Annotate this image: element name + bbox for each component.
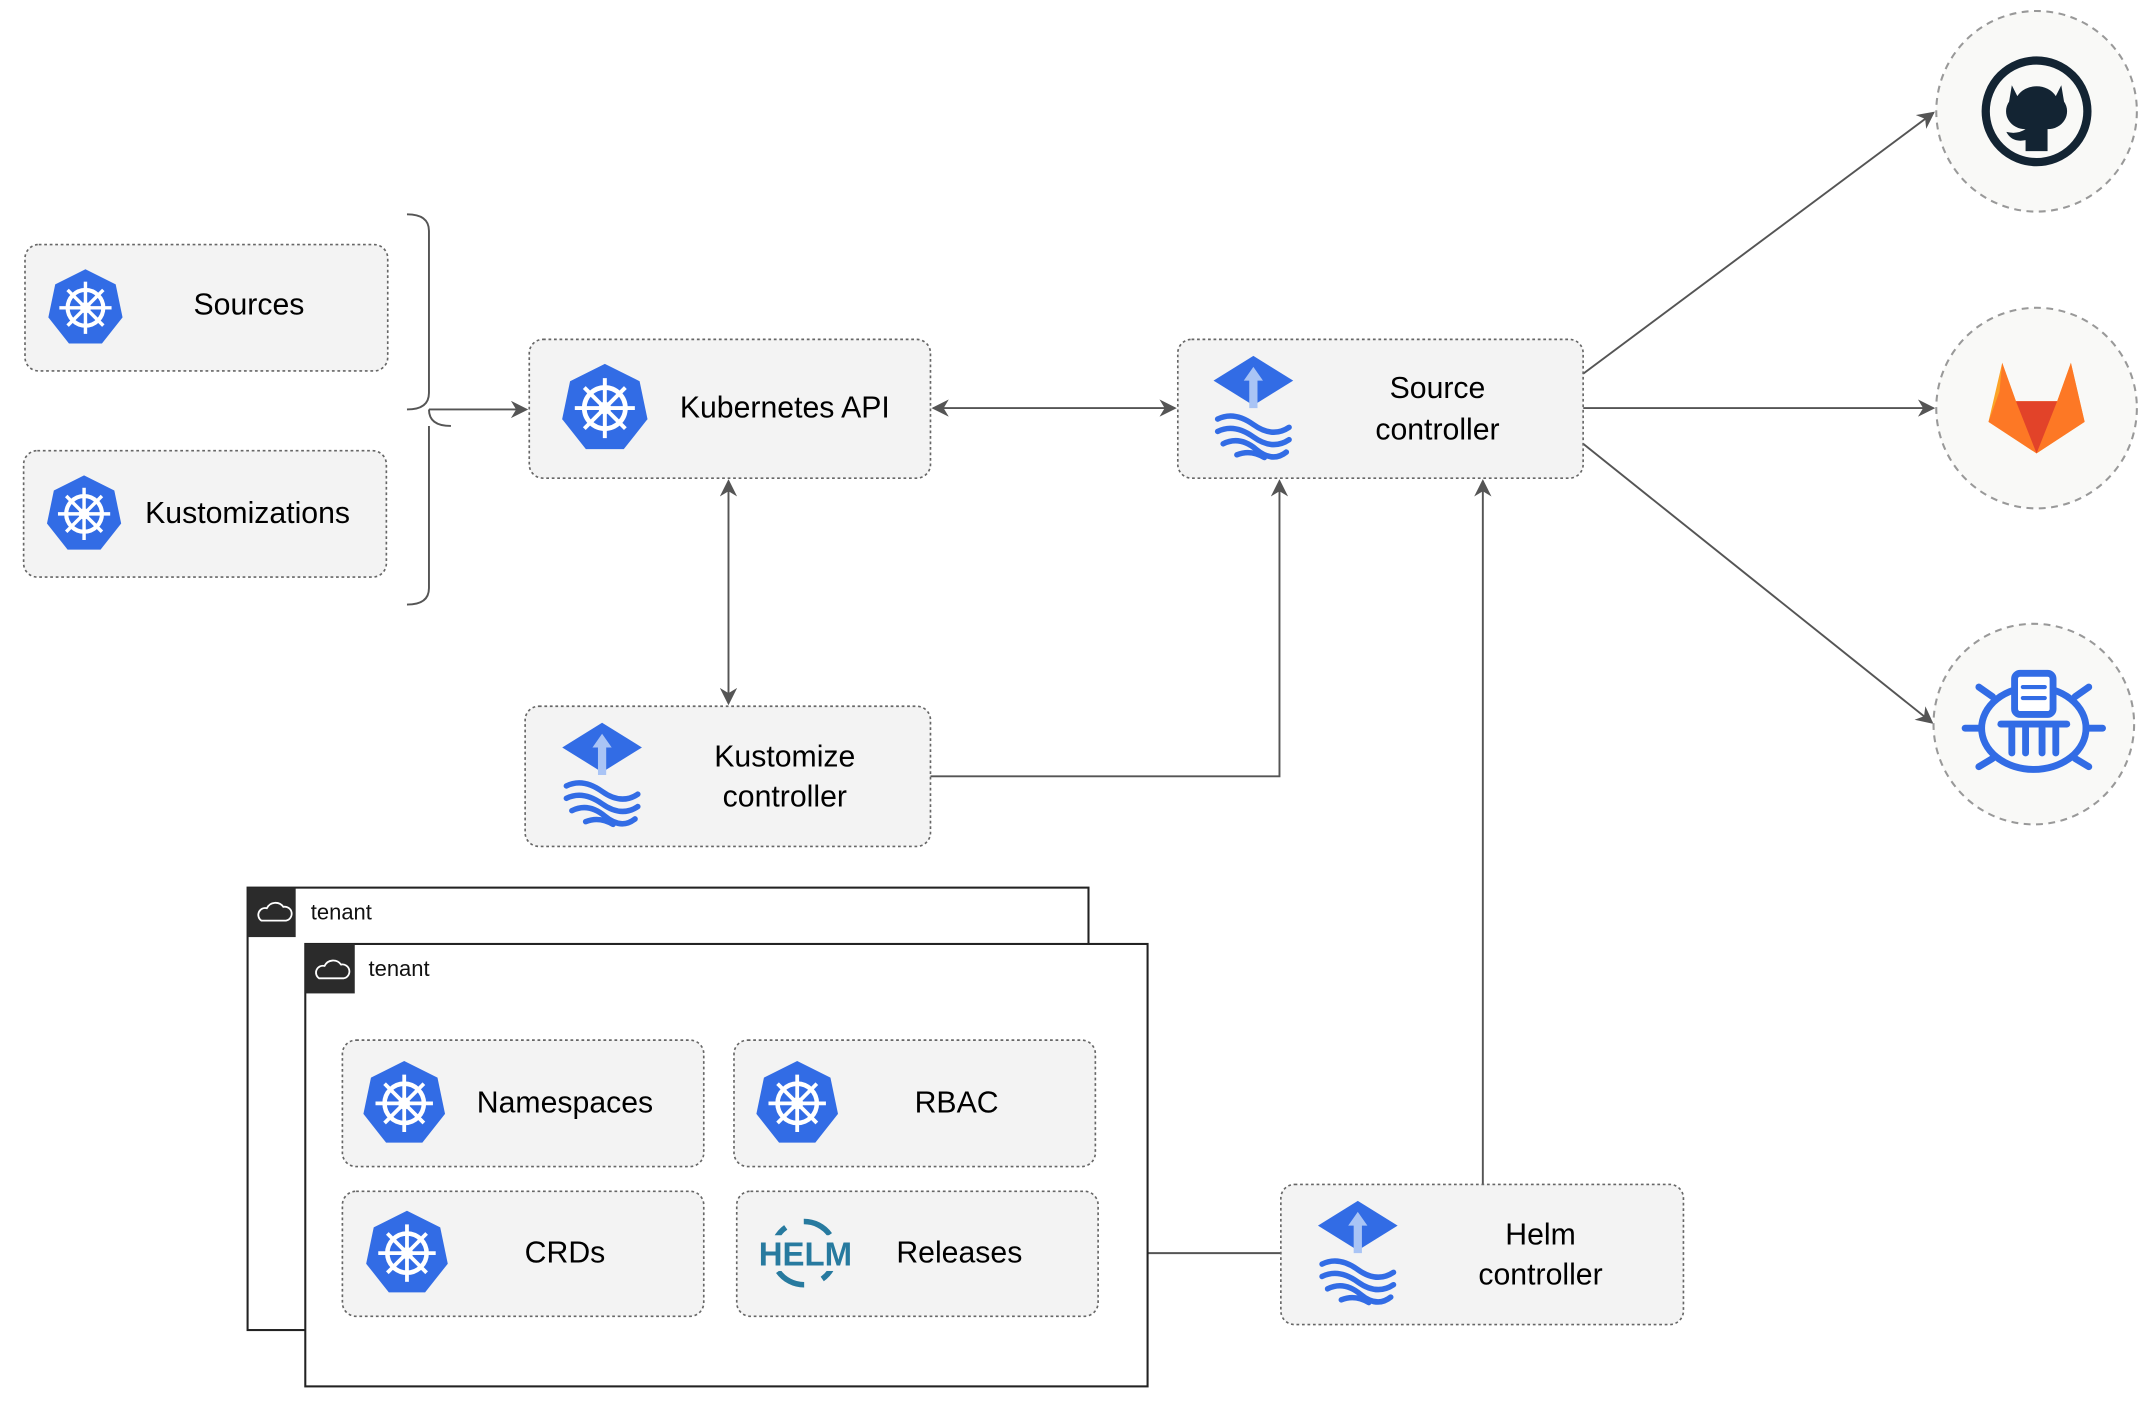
node-label: Namespaces (477, 1087, 653, 1120)
node-label: Helm (1505, 1219, 1576, 1252)
bucket-icon (1961, 669, 2106, 773)
helm-icon: HELM (758, 1218, 853, 1288)
tenant-label: tenant (369, 956, 430, 981)
node-label: Kustomizations (145, 497, 350, 530)
node-kustomizations[interactable]: Kustomizations (22, 449, 388, 578)
node-label: controller (1478, 1258, 1602, 1291)
node-label: controller (723, 780, 847, 813)
gitlab-icon (1988, 362, 2085, 454)
github-node[interactable] (1935, 9, 2138, 213)
tenant-label: tenant (311, 900, 372, 925)
node-label: Releases (896, 1236, 1022, 1269)
node-label: CRDs (525, 1236, 606, 1269)
grouping-brace (406, 213, 451, 606)
node-crds[interactable]: CRDs (341, 1190, 705, 1318)
node-label: controller (1375, 413, 1499, 446)
arrow-source-bucket (1582, 443, 1934, 724)
connectors (406, 111, 1936, 1262)
node-label: Sources (194, 288, 305, 321)
node-label: Kustomize (714, 740, 855, 773)
cloud-icon (315, 959, 351, 980)
node-kustomize-controller[interactable]: Kustomize controller (524, 705, 932, 848)
arrow-source-github (1582, 111, 1935, 375)
node-rbac[interactable]: RBAC (733, 1039, 1097, 1168)
cloud-icon (257, 901, 293, 922)
node-releases[interactable]: HELM Releases (735, 1190, 1099, 1318)
bucket-node[interactable] (1932, 622, 2136, 826)
svg-text:HELM: HELM (759, 1235, 852, 1272)
node-sources[interactable]: Sources (24, 243, 389, 372)
arrow-kustomize-source (930, 479, 1289, 778)
node-label: Source (1390, 372, 1486, 405)
node-namespaces[interactable]: Namespaces (341, 1039, 705, 1168)
node-helm-controller[interactable]: Helm controller (1280, 1183, 1685, 1326)
gitlab-node[interactable] (1935, 306, 2138, 510)
node-kubernetes-api[interactable]: Kubernetes API (528, 338, 932, 479)
node-label: RBAC (915, 1087, 999, 1120)
node-source-controller[interactable]: Source controller (1176, 338, 1584, 479)
github-icon (1981, 56, 2092, 167)
node-label: Kubernetes API (680, 391, 890, 424)
